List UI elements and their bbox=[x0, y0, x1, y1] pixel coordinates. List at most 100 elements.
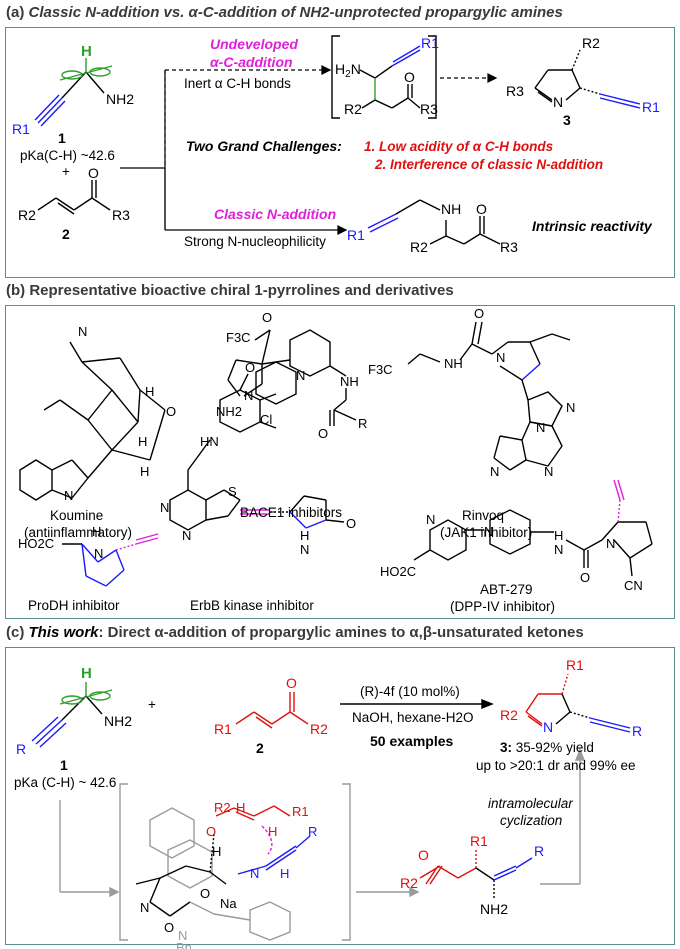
rinvoq-n4: N bbox=[490, 464, 499, 479]
rinvoq-f3c: F3C bbox=[368, 362, 393, 377]
erbb-structure bbox=[169, 361, 345, 531]
koumine-h1: H bbox=[145, 384, 154, 399]
nadd-o: O bbox=[476, 201, 487, 217]
reaction-arrows-a bbox=[120, 65, 498, 235]
panel-c-drawing: H NH2 R O R1 R2 R2 N R1 R bbox=[16, 657, 642, 949]
koumine-n: N bbox=[78, 324, 87, 339]
abt-n-py: N bbox=[426, 512, 435, 527]
compound-1-label: 1 bbox=[58, 130, 66, 146]
koumine-desc: (antiinflammatory) bbox=[24, 525, 133, 540]
erbb-nh-h: H bbox=[300, 528, 309, 543]
abt-nh-n: N bbox=[554, 542, 563, 557]
section-c-title-em: This work bbox=[28, 624, 99, 641]
erbb-cl: Cl bbox=[260, 412, 272, 427]
intrinsic-reactivity-label: Intrinsic reactivity bbox=[532, 218, 652, 234]
ts-h3: H bbox=[212, 844, 221, 859]
koumine-h3: H bbox=[140, 464, 149, 479]
c-product-yield: 3: 35-92% yield bbox=[500, 740, 594, 755]
rinvoq-desc: (JAK1 inhibitor) bbox=[440, 525, 533, 540]
erbb-name: ErbB kinase inhibitor bbox=[190, 598, 314, 613]
section-a-title-text: Classic N-addition vs. α-C-addition of N… bbox=[28, 4, 563, 21]
koumine-structure bbox=[19, 341, 166, 501]
catalyst-label: (R)-4f (10 mol%) bbox=[360, 684, 460, 699]
panel-a-drawing: H NH2 R1 O R2 R3 bbox=[12, 35, 660, 255]
ts-n: N bbox=[250, 866, 259, 881]
section-b-title: (b) Representative bioactive chiral 1-py… bbox=[6, 282, 454, 299]
abt-cn: CN bbox=[624, 578, 643, 593]
rinvoq-name: Rinvoq bbox=[462, 508, 505, 523]
c-atom-r2: R2 bbox=[310, 721, 328, 737]
pka-label-a: pKa(C-H) ~42.6 bbox=[20, 148, 115, 163]
conditions-label: NaOH, hexane-H2O bbox=[352, 710, 474, 725]
intermediate-structure bbox=[331, 35, 437, 119]
int-c-o: O bbox=[418, 847, 429, 863]
koumine-h2: H bbox=[138, 434, 147, 449]
selectivity-label: up to >20:1 dr and 99% ee bbox=[476, 758, 636, 773]
erbb-n-py: N bbox=[296, 368, 305, 383]
section-c-title: (c) This work: Direct α-addition of prop… bbox=[6, 624, 584, 641]
rinvoq-structure bbox=[407, 321, 571, 471]
prodh-ho2c: HO2C bbox=[18, 536, 54, 551]
abt-ho2c: HO2C bbox=[380, 564, 416, 579]
bace-cf3: F3C bbox=[226, 330, 251, 345]
yield-label: 35-92% yield bbox=[515, 740, 594, 755]
compound-1-structure bbox=[34, 58, 113, 127]
abt279-structure bbox=[413, 479, 653, 577]
int-o: O bbox=[404, 69, 415, 85]
erbb-o2: O bbox=[346, 516, 356, 531]
section-c-title-rest: : Direct α-addition of propargylic amine… bbox=[98, 624, 584, 641]
abt279-name: ABT-279 bbox=[480, 582, 533, 597]
atom-h: H bbox=[81, 43, 92, 60]
n-addition-product-structure bbox=[367, 199, 501, 245]
abt-o: O bbox=[580, 570, 590, 585]
ts-bn: Bn bbox=[176, 940, 192, 949]
ts-r: R bbox=[308, 824, 317, 839]
section-a-prefix: (a) bbox=[6, 4, 29, 21]
ts-h4: H bbox=[280, 866, 289, 881]
c-prod-r1: R1 bbox=[566, 657, 584, 673]
classic-n-addition-label: Classic N-addition bbox=[214, 206, 337, 222]
c-reaction-arrow bbox=[340, 698, 494, 710]
int-r1: R1 bbox=[421, 35, 439, 51]
nadd-r3: R3 bbox=[500, 239, 518, 255]
examples-label: 50 examples bbox=[370, 733, 454, 749]
prod-r1: R1 bbox=[642, 99, 660, 115]
alpha-c-addition-label: α-C-addition bbox=[210, 54, 293, 70]
erbb-nh-n: N bbox=[300, 542, 309, 557]
c-flow-arrows bbox=[59, 748, 586, 941]
prodh-name: ProDH inhibitor bbox=[28, 598, 120, 613]
erbb-n2: N bbox=[182, 528, 191, 543]
ts-o: O bbox=[206, 824, 216, 839]
koumine-o: O bbox=[166, 404, 176, 419]
int-c-nh2: NH2 bbox=[480, 901, 508, 917]
atom-nh2: NH2 bbox=[106, 91, 134, 107]
abt-n-pip: N bbox=[484, 524, 493, 539]
int-c-r2: R2 bbox=[400, 875, 418, 891]
c-product-structure bbox=[525, 673, 631, 733]
challenges-label: Two Grand Challenges: bbox=[186, 138, 342, 154]
erbb-o: O bbox=[245, 360, 255, 375]
c-atom-r1: R1 bbox=[214, 721, 232, 737]
abt-nh-h: H bbox=[554, 528, 563, 543]
c-compound-2-structure bbox=[235, 692, 309, 729]
atom-o: O bbox=[88, 165, 99, 181]
c-compound-1-structure bbox=[31, 682, 113, 748]
compound-2-structure bbox=[37, 180, 111, 215]
rinvoq-n3: N bbox=[536, 420, 545, 435]
ts-r1: R1 bbox=[292, 804, 309, 819]
c-pka-label: pKa (C-H) ~ 42.6 bbox=[14, 775, 117, 790]
c-atom-nh2: NH2 bbox=[104, 713, 132, 729]
c-atom-h: H bbox=[81, 665, 92, 682]
undeveloped-label: Undeveloped bbox=[210, 36, 298, 52]
bace-o: O bbox=[262, 310, 272, 325]
ts-r2: R2 bbox=[214, 800, 231, 815]
ts-na: Na bbox=[220, 896, 237, 911]
rinvoq-n2: N bbox=[566, 400, 575, 415]
int-r2: R2 bbox=[344, 101, 362, 117]
challenge-2: 2. Interference of classic N-addition bbox=[375, 157, 604, 172]
rinvoq-nh: NH bbox=[444, 356, 463, 371]
c-compound-1-label: 1 bbox=[60, 757, 68, 773]
nadd-nh: NH bbox=[441, 201, 461, 217]
koumine-n2: N bbox=[64, 488, 73, 503]
challenge-1: 1. Low acidity of α C-H bonds bbox=[364, 139, 554, 154]
